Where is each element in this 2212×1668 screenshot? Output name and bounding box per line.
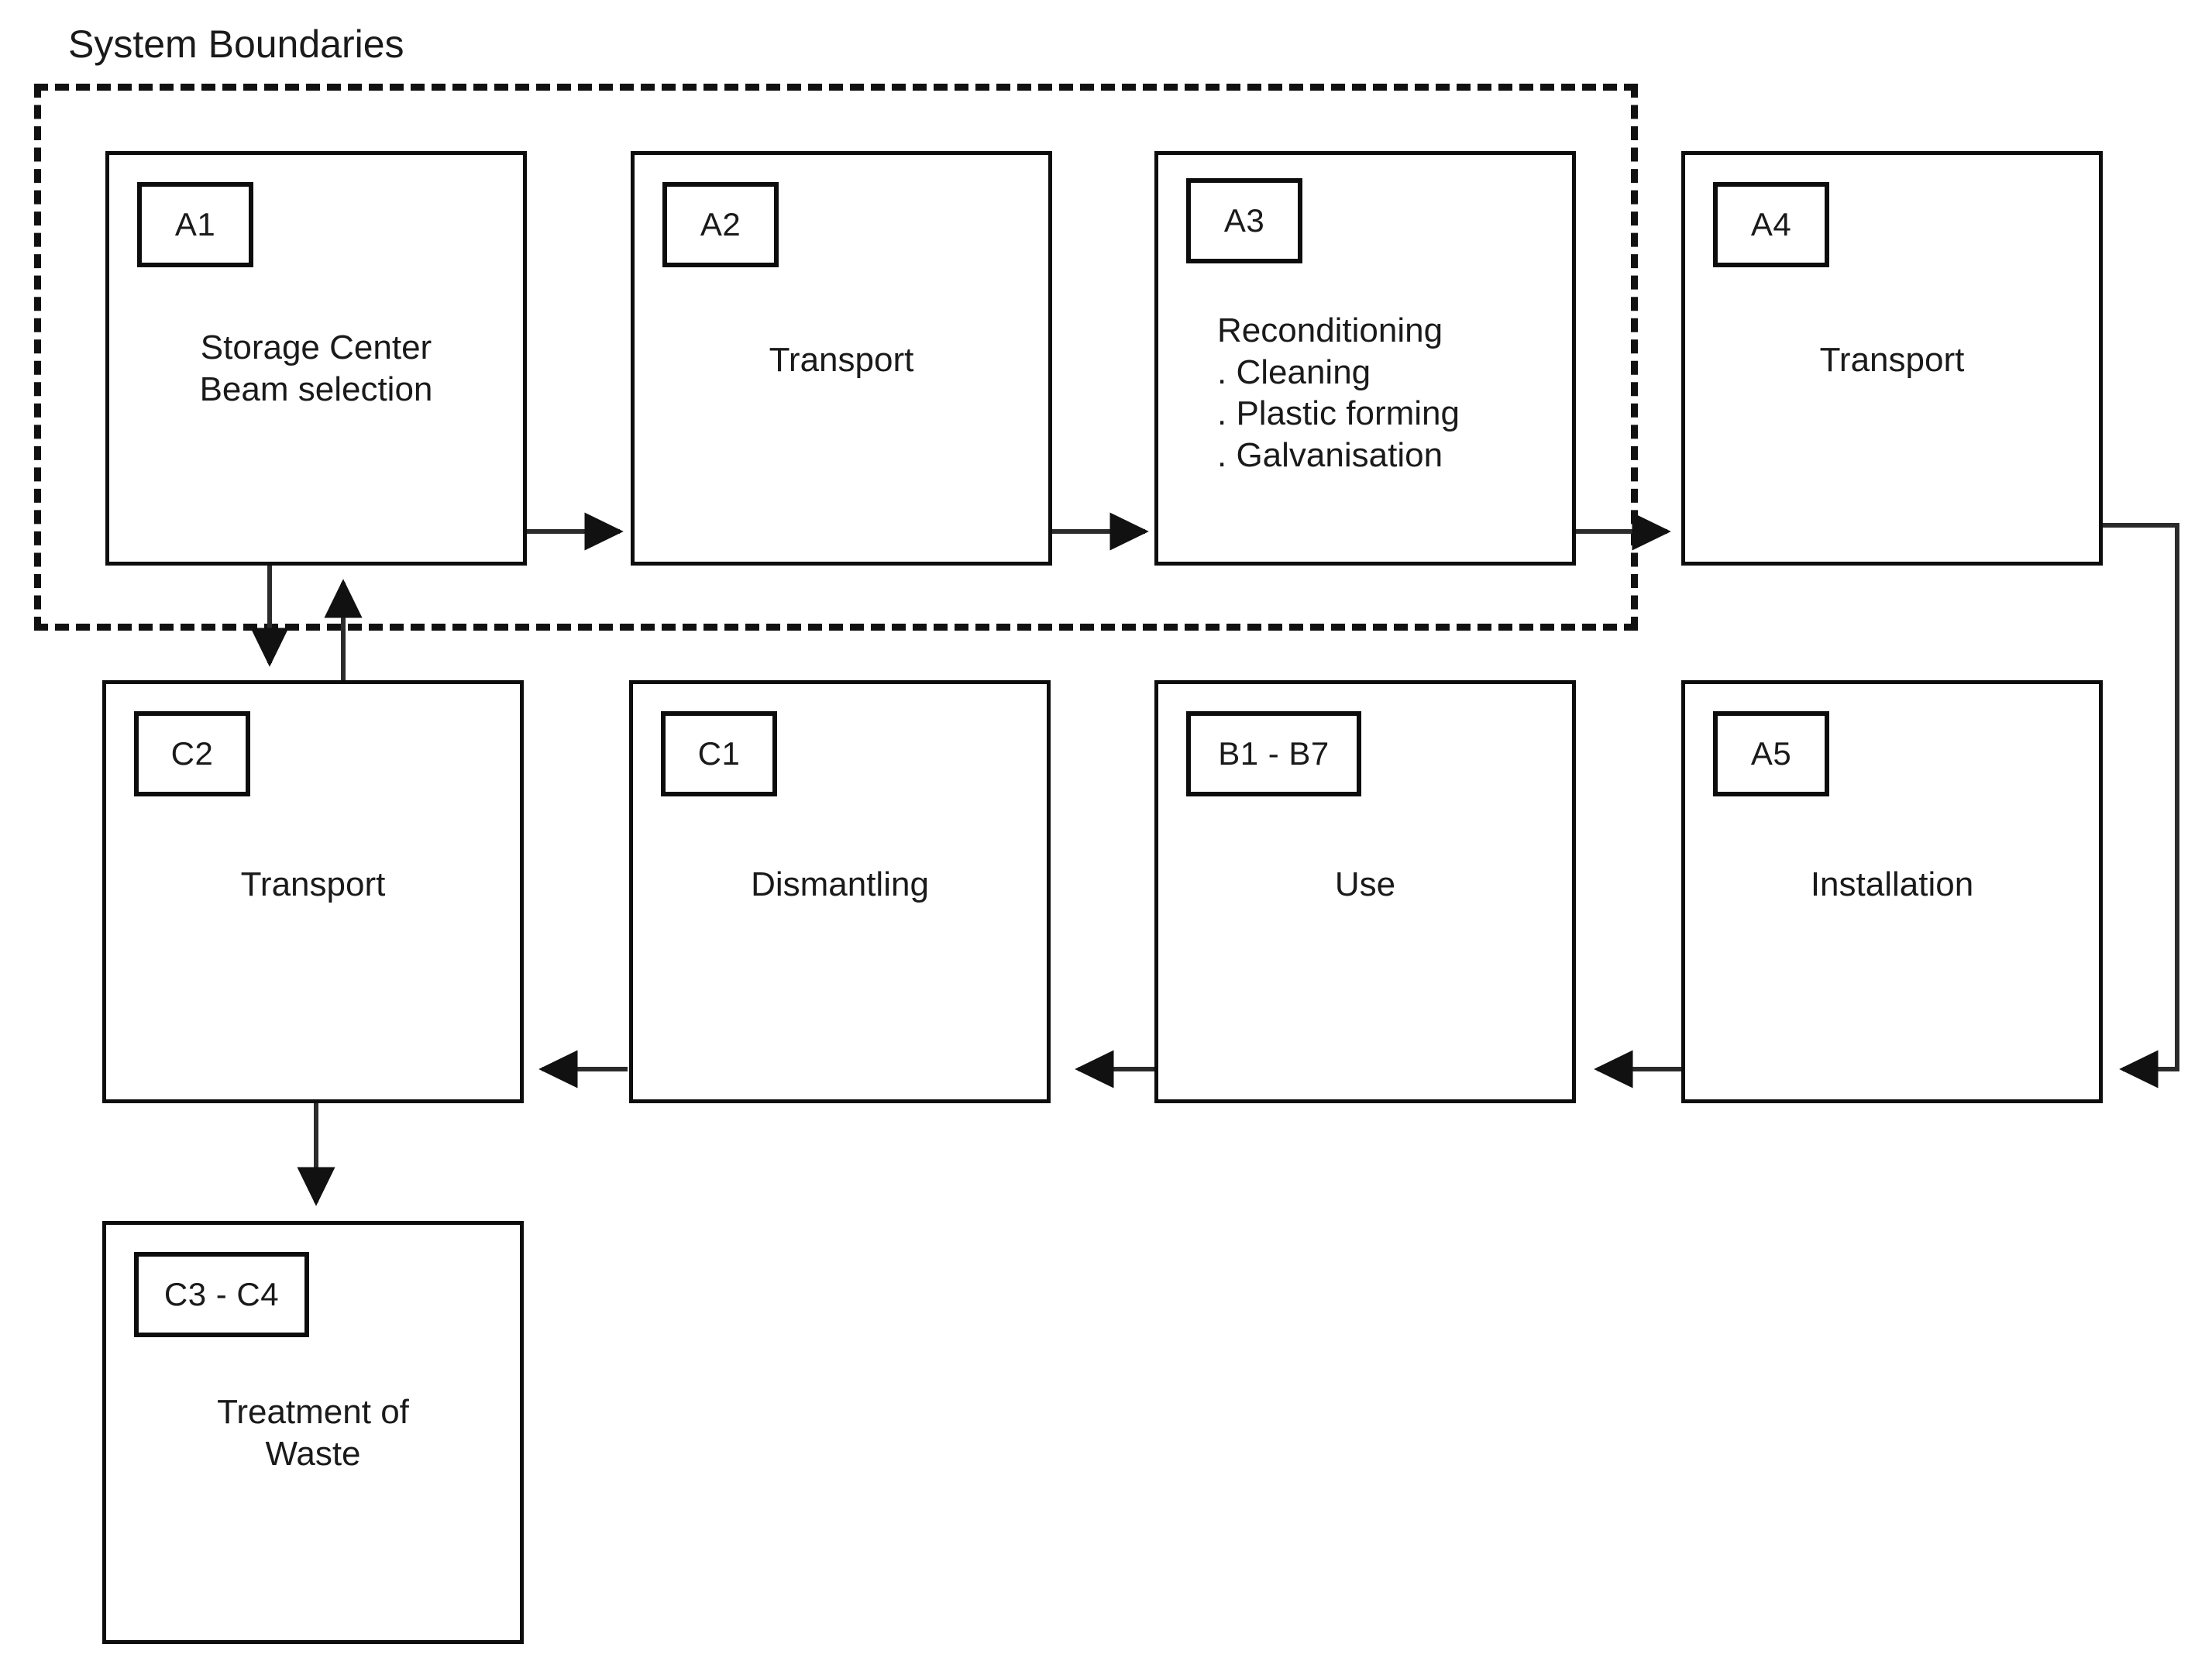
node-a1-tag-label: A1 [174,206,216,242]
node-a1-tag: A1 [137,182,253,267]
node-c3-c4[interactable]: C3 - C4 Treatment of Waste [102,1221,524,1644]
node-a3-tag-label: A3 [1223,202,1265,239]
node-b1-b7-tag-label: B1 - B7 [1218,735,1330,772]
node-a5-label: Installation [1810,865,1974,903]
node-c2[interactable]: C2 Transport [102,680,524,1103]
node-c2-tag: C2 [134,711,250,796]
page-title: System Boundaries [68,22,404,66]
node-c3-c4-tag: C3 - C4 [134,1252,309,1337]
node-a4-tag-label: A4 [1750,206,1792,242]
node-a3-label: Reconditioning . Cleaning . Plastic form… [1217,311,1460,475]
node-a4-tag: A4 [1713,182,1829,267]
edge-a4-a5 [2101,523,2179,1088]
node-c1-label: Dismantling [751,865,929,903]
node-a4[interactable]: A4 Transport [1681,151,2103,566]
node-a3-tag: A3 [1186,178,1302,263]
node-a2-label: Transport [769,341,914,379]
node-c1[interactable]: C1 Dismantling [629,680,1051,1103]
node-a2-tag-label: A2 [700,206,741,242]
node-a1[interactable]: A1 Storage Center Beam selection [105,151,527,566]
node-a5-tag: A5 [1713,711,1829,796]
node-b1-b7-label: Use [1334,865,1396,903]
node-a1-label: Storage Center Beam selection [199,328,433,408]
node-c3-c4-tag-label: C3 - C4 [163,1276,280,1312]
node-a2[interactable]: A2 Transport [631,151,1052,566]
node-c2-tag-label: C2 [170,735,214,772]
node-c3-c4-label: Treatment of Waste [217,1393,409,1473]
node-b1-b7[interactable]: B1 - B7 Use [1154,680,1576,1103]
node-b1-b7-tag: B1 - B7 [1186,711,1361,796]
node-c2-label: Transport [240,865,386,903]
node-c1-tag-label: C1 [697,735,741,772]
node-a3[interactable]: A3 Reconditioning . Cleaning . Plastic f… [1154,151,1576,566]
node-a4-label: Transport [1819,341,1965,379]
node-a5[interactable]: A5 Installation [1681,680,2103,1103]
node-a5-tag-label: A5 [1750,735,1792,772]
node-a2-tag: A2 [662,182,779,267]
node-c1-tag: C1 [661,711,777,796]
